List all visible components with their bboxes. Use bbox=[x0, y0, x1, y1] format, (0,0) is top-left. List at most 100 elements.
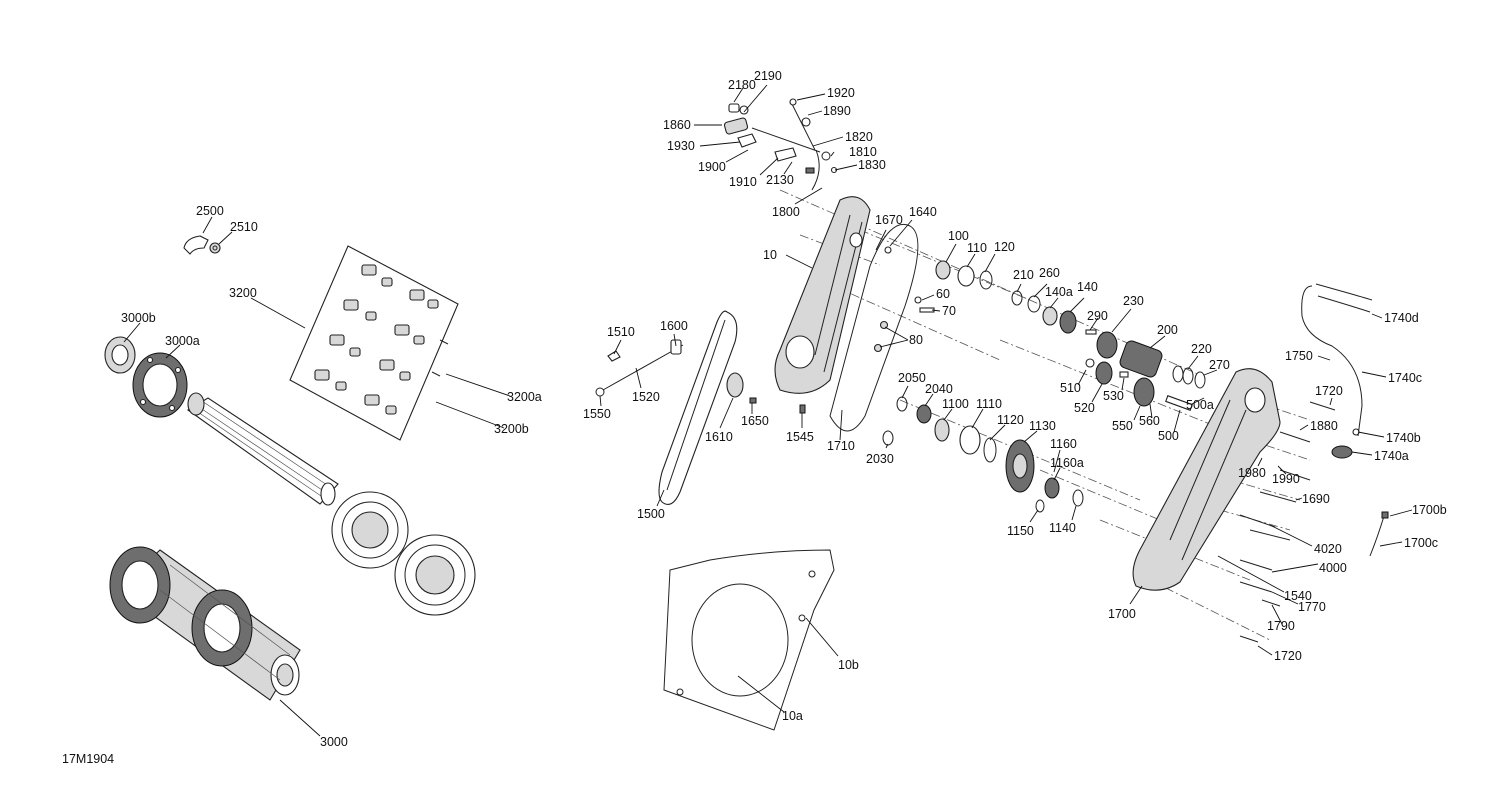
callout-210: 210 bbox=[1013, 268, 1034, 282]
callout-1860: 1860 bbox=[663, 118, 691, 132]
callout-1710: 1710 bbox=[827, 439, 855, 453]
callout-2130: 2130 bbox=[766, 173, 794, 187]
callout-3000: 3000 bbox=[320, 735, 348, 749]
callout-520: 520 bbox=[1074, 401, 1095, 415]
callout-60: 60 bbox=[936, 287, 950, 301]
drive-sprockets bbox=[331, 491, 476, 616]
callout-1110: 1110 bbox=[976, 397, 1002, 411]
callout-1920: 1920 bbox=[827, 86, 855, 100]
callout-1740d: 1740d bbox=[1384, 311, 1419, 325]
case-bolts bbox=[1239, 401, 1336, 643]
callout-1600: 1600 bbox=[660, 319, 688, 333]
callout-1700c: 1700c bbox=[1404, 536, 1438, 550]
callout-1700: 1700 bbox=[1108, 607, 1136, 621]
callout-560: 560 bbox=[1139, 414, 1160, 428]
callout-1820: 1820 bbox=[845, 130, 873, 144]
drive-case-cover bbox=[774, 196, 871, 394]
callout-1720-lower: 1720 bbox=[1274, 649, 1302, 663]
gasket bbox=[829, 224, 919, 432]
callout-220: 220 bbox=[1191, 342, 1212, 356]
callout-1880: 1880 bbox=[1310, 419, 1338, 433]
callout-1700b: 1700b bbox=[1412, 503, 1447, 517]
callout-1160a: 1160a bbox=[1050, 456, 1084, 470]
callout-120: 120 bbox=[994, 240, 1015, 254]
wiring-harness bbox=[1301, 283, 1389, 557]
callout-3200: 3200 bbox=[229, 286, 257, 300]
callout-230: 230 bbox=[1123, 294, 1144, 308]
callout-110: 110 bbox=[967, 241, 987, 255]
callout-2190: 2190 bbox=[754, 69, 782, 83]
seal-and-flange bbox=[104, 336, 188, 418]
callout-3200a: 3200a bbox=[507, 390, 542, 404]
callout-1510: 1510 bbox=[607, 325, 635, 339]
callout-100: 100 bbox=[948, 229, 969, 243]
callout-1140: 1140 bbox=[1049, 521, 1076, 535]
callout-290: 290 bbox=[1087, 309, 1108, 323]
callout-1810: 1810 bbox=[849, 145, 877, 159]
splined-drive-shaft bbox=[186, 392, 339, 506]
callout-2510: 2510 bbox=[230, 220, 258, 234]
callout-510: 510 bbox=[1060, 381, 1081, 395]
callout-70: 70 bbox=[942, 304, 956, 318]
callout-1740c: 1740c bbox=[1388, 371, 1422, 385]
callout-1790: 1790 bbox=[1267, 619, 1295, 633]
callout-3200b: 3200b bbox=[494, 422, 529, 436]
callout-1545: 1545 bbox=[786, 430, 814, 444]
callout-1640: 1640 bbox=[909, 205, 937, 219]
callout-4020: 4020 bbox=[1314, 542, 1342, 556]
clip-and-nut bbox=[183, 235, 221, 255]
bearings-and-gears bbox=[873, 246, 1206, 513]
callout-500: 500 bbox=[1158, 429, 1179, 443]
callout-1930: 1930 bbox=[667, 139, 695, 153]
drive-axle-assembly bbox=[109, 546, 301, 701]
callout-1910: 1910 bbox=[729, 175, 757, 189]
callout-1540: 1540 bbox=[1284, 589, 1312, 603]
callout-1830: 1830 bbox=[858, 158, 886, 172]
callout-270: 270 bbox=[1209, 358, 1230, 372]
callout-1800: 1800 bbox=[772, 205, 800, 219]
drive-chain bbox=[658, 310, 738, 505]
callout-1520: 1520 bbox=[632, 390, 660, 404]
callout-1890: 1890 bbox=[823, 104, 851, 118]
figure-code: 17M1904 bbox=[62, 752, 114, 766]
shift-linkage bbox=[723, 98, 838, 191]
callout-1740a: 1740a bbox=[1374, 449, 1409, 463]
callout-labels: 2190 2180 1920 1890 1860 1820 1930 1810 … bbox=[121, 69, 1447, 749]
callout-1160: 1160 bbox=[1050, 437, 1077, 451]
callout-3000b: 3000b bbox=[121, 311, 156, 325]
callout-3000a: 3000a bbox=[165, 334, 200, 348]
callout-140a: 140a bbox=[1045, 285, 1073, 299]
callout-10b: 10b bbox=[838, 658, 859, 672]
leader-lines bbox=[123, 84, 1413, 737]
mounting-plate bbox=[663, 549, 835, 731]
callout-1720-upper: 1720 bbox=[1315, 384, 1343, 398]
callout-1670: 1670 bbox=[875, 213, 903, 227]
callout-2500: 2500 bbox=[196, 204, 224, 218]
callout-1650: 1650 bbox=[741, 414, 769, 428]
stud-grid-3200 bbox=[289, 245, 459, 441]
callout-1750: 1750 bbox=[1285, 349, 1313, 363]
callout-1500: 1500 bbox=[637, 507, 665, 521]
callout-200: 200 bbox=[1157, 323, 1178, 337]
callout-1690: 1690 bbox=[1302, 492, 1330, 506]
callout-2040: 2040 bbox=[925, 382, 953, 396]
callout-1130: 1130 bbox=[1029, 419, 1056, 433]
callout-1610: 1610 bbox=[705, 430, 733, 444]
callout-260: 260 bbox=[1039, 266, 1060, 280]
callout-1120: 1120 bbox=[997, 413, 1024, 427]
callout-10a: 10a bbox=[782, 709, 803, 723]
gear-case bbox=[1132, 368, 1281, 591]
callout-1770: 1770 bbox=[1298, 600, 1326, 614]
callout-1980: 1980 bbox=[1238, 466, 1266, 480]
callout-500a: 500a bbox=[1186, 398, 1214, 412]
callout-4000: 4000 bbox=[1319, 561, 1347, 575]
callout-2180: 2180 bbox=[728, 78, 756, 92]
callout-10: 10 bbox=[763, 248, 777, 262]
callout-1100: 1100 bbox=[942, 397, 969, 411]
callout-1550: 1550 bbox=[583, 407, 611, 421]
callout-80: 80 bbox=[909, 333, 923, 347]
callout-2030: 2030 bbox=[866, 452, 894, 466]
callout-1900: 1900 bbox=[698, 160, 726, 174]
callout-140: 140 bbox=[1077, 280, 1098, 294]
